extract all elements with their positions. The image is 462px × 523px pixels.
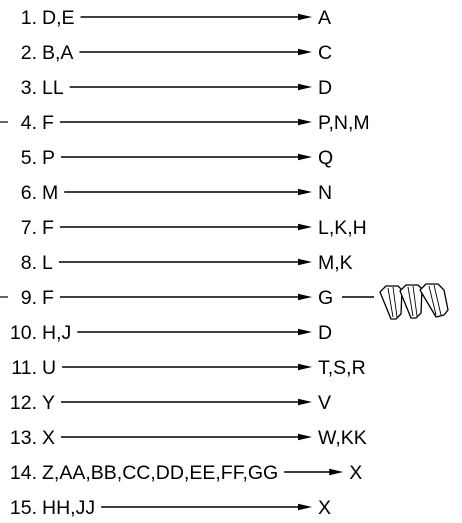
arrowhead-icon — [298, 223, 312, 231]
source-wires-label: HH,JJ — [42, 497, 95, 519]
row-number: 12. — [10, 392, 37, 414]
source-wires-label: L — [42, 252, 53, 274]
arrowhead-icon — [298, 398, 312, 406]
source-wires-label: D,E — [42, 7, 75, 29]
row-number: 15. — [10, 497, 37, 519]
row-number: 13. — [10, 427, 37, 449]
source-wires-label: B,A — [42, 42, 73, 64]
arrowhead-icon — [298, 118, 312, 126]
arrowhead-icon — [298, 153, 312, 161]
arrowhead-icon — [329, 468, 344, 476]
row-number: 9. — [21, 287, 37, 309]
row-number: 3. — [21, 77, 37, 99]
row-number: 1. — [21, 7, 37, 29]
arrowhead-icon — [298, 503, 312, 511]
arrowhead-icon — [298, 293, 312, 301]
row-number: 14. — [10, 462, 37, 484]
row-number: 11. — [11, 357, 37, 379]
row-number: 7. — [21, 217, 37, 239]
arrowhead-icon — [298, 188, 312, 196]
destination-label: N — [318, 182, 332, 204]
row-number: 10. — [10, 322, 37, 344]
destination-label: V — [318, 392, 331, 414]
source-wires-label: Z,AA,BB,CC,DD,EE,FF,GG — [42, 462, 278, 484]
destination-label: W,KK — [318, 427, 367, 449]
row-number: 4. — [21, 112, 37, 134]
source-wires-label: H,J — [42, 322, 71, 344]
source-wires-label: F — [42, 217, 54, 239]
destination-label: D — [318, 322, 332, 344]
destination-label: C — [318, 42, 332, 64]
source-wires-label: P — [42, 147, 55, 169]
row-number: 2. — [21, 42, 37, 64]
arrowhead-icon — [298, 258, 312, 266]
destination-label: Q — [318, 147, 333, 169]
destination-label: G — [318, 287, 333, 309]
arrowhead-icon — [298, 433, 312, 441]
destination-label: A — [318, 7, 331, 29]
arrowhead-icon — [298, 328, 312, 336]
destination-label: T,S,R — [318, 357, 366, 379]
destination-label: X — [318, 497, 331, 519]
arrowhead-icon — [298, 363, 312, 371]
arrowhead-icon — [298, 13, 312, 21]
destination-label: L,K,H — [318, 217, 367, 239]
source-wires-label: X — [42, 427, 55, 449]
row-number: 6. — [21, 182, 37, 204]
arrowhead-icon — [298, 48, 312, 56]
row-number: 8. — [21, 252, 37, 274]
source-wires-label: Y — [42, 392, 55, 414]
arrowhead-icon — [298, 83, 312, 91]
source-wires-label: U — [42, 357, 56, 379]
row-number: 5. — [21, 147, 37, 169]
source-wires-label: LL — [42, 77, 64, 99]
source-wires-label: M — [42, 182, 58, 204]
source-wires-label: F — [42, 287, 54, 309]
source-wires-label: F — [42, 112, 54, 134]
destination-label: D — [318, 77, 332, 99]
destination-label: M,K — [318, 252, 353, 274]
destination-label: P,N,M — [318, 112, 370, 134]
wire-nut-connectors-icon — [379, 283, 449, 320]
destination-label: X — [349, 462, 362, 484]
